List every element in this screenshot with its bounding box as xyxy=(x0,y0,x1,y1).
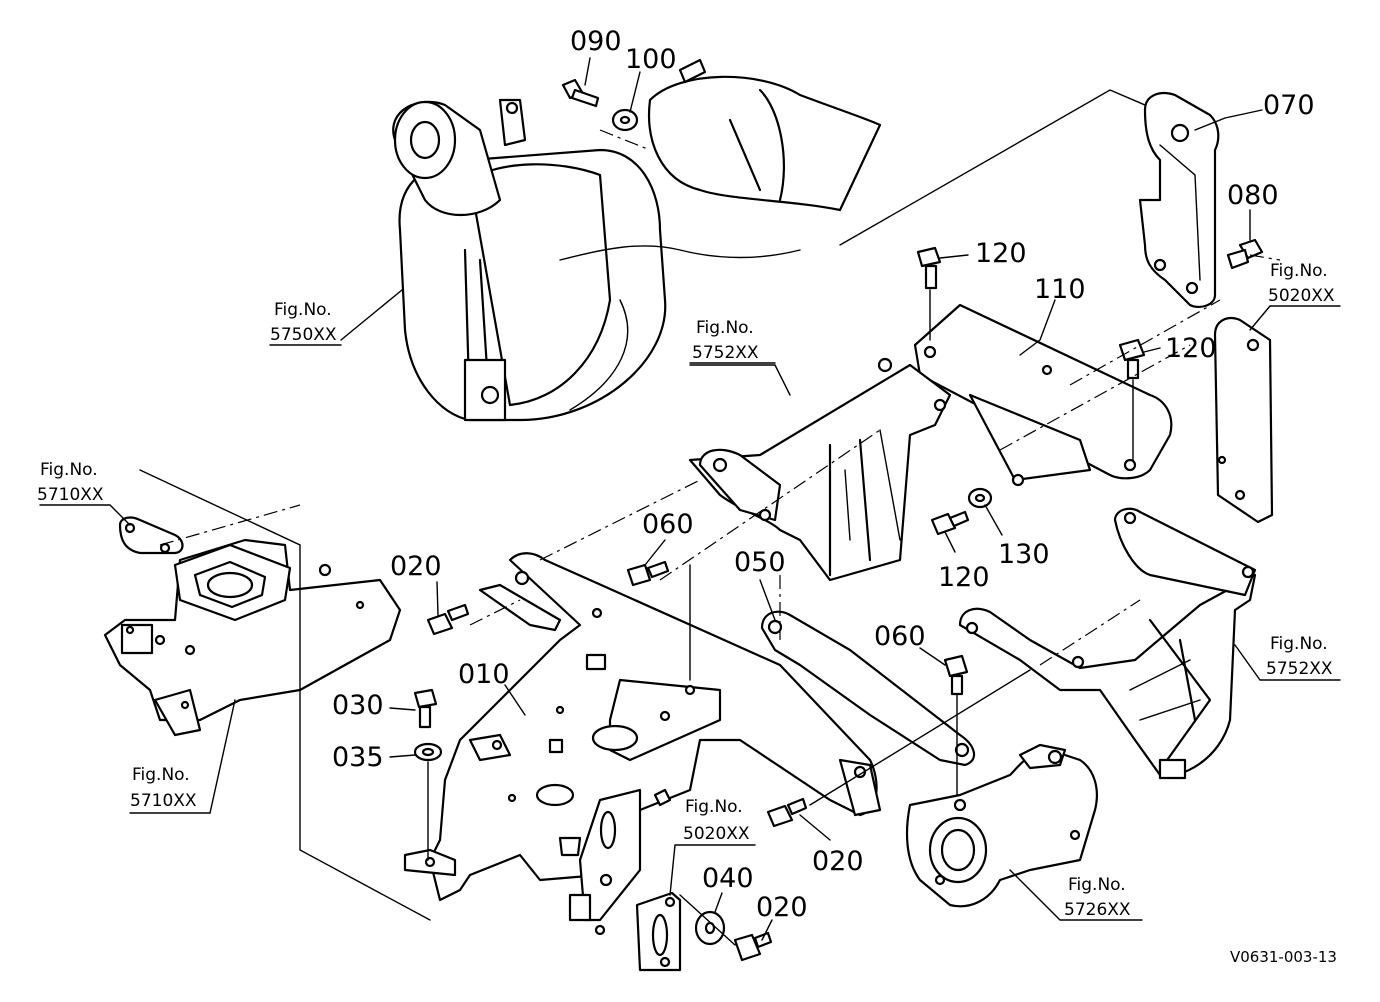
bolt-020-mid xyxy=(766,797,808,828)
figref-label-5752-upper: Fig.No. xyxy=(696,318,754,338)
washer-130 xyxy=(967,487,993,509)
frame-5752-upper xyxy=(688,357,952,582)
housing-5726 xyxy=(905,743,1098,908)
bolt-120-low xyxy=(930,510,970,536)
label-060-right: 060 xyxy=(874,621,926,652)
washer-035 xyxy=(413,742,443,762)
housing-5710 xyxy=(103,516,402,737)
bolt-120-top xyxy=(916,246,942,290)
bracket-070 xyxy=(1138,92,1220,309)
frame-5752-lower xyxy=(958,507,1257,780)
label-030: 030 xyxy=(332,690,384,721)
label-020-left: 020 xyxy=(390,551,442,582)
label-020-bottom: 020 xyxy=(756,892,808,923)
plate-110 xyxy=(913,303,1173,487)
drawing-code: V0631-003-13 xyxy=(1230,948,1337,966)
label-100: 100 xyxy=(625,44,677,75)
assembly-lines xyxy=(139,89,1281,946)
part-labels: 090 100 070 080 120 110 120 130 120 060 … xyxy=(332,26,1315,923)
bolt-080 xyxy=(1226,238,1264,270)
label-130: 130 xyxy=(998,539,1050,570)
figref-label-5710-upper: Fig.No. xyxy=(40,460,98,480)
fasteners xyxy=(413,78,1264,962)
bolt-090 xyxy=(561,78,600,108)
label-120-top: 120 xyxy=(975,238,1027,269)
figref-label-5750: Fig.No. xyxy=(274,300,332,320)
label-120-mid: 120 xyxy=(1165,333,1217,364)
label-080: 080 xyxy=(1227,180,1279,211)
plate-5020-bottom xyxy=(635,891,682,972)
figref-label-5020-right: Fig.No. xyxy=(1270,261,1328,281)
label-090: 090 xyxy=(570,26,622,57)
muffler-assembly xyxy=(392,58,882,422)
label-040: 040 xyxy=(702,863,754,894)
label-070: 070 xyxy=(1263,90,1315,121)
figref-code-5752-upper: 5752XX xyxy=(692,343,759,363)
figref-label-5020-bottom: Fig.No. xyxy=(685,797,743,817)
figure-references: Fig.No. 5750XX Fig.No. 5752XX Fig.No. 50… xyxy=(37,261,1335,920)
bolt-030 xyxy=(413,688,438,729)
label-120-low: 120 xyxy=(938,562,990,593)
bolt-060-right xyxy=(943,654,969,696)
label-110: 110 xyxy=(1034,274,1086,305)
figref-label-5710-lower: Fig.No. xyxy=(132,765,190,785)
frame-010 xyxy=(403,552,882,936)
washer-040 xyxy=(694,910,726,946)
figref-code-5710-upper: 5710XX xyxy=(37,485,104,505)
figref-code-5726: 5726XX xyxy=(1064,900,1131,920)
label-010: 010 xyxy=(458,659,510,690)
label-060-left: 060 xyxy=(642,509,694,540)
leader-lines xyxy=(39,57,1341,941)
figref-code-5710-lower: 5710XX xyxy=(130,791,197,811)
bolt-060-left xyxy=(626,560,670,587)
washer-100 xyxy=(611,108,639,132)
label-050: 050 xyxy=(734,547,786,578)
label-035: 035 xyxy=(332,742,384,773)
figref-label-5726: Fig.No. xyxy=(1068,875,1126,895)
plate-5020-right xyxy=(1213,317,1274,524)
figref-code-5752-lower: 5752XX xyxy=(1266,659,1333,679)
bolt-020-left xyxy=(426,603,470,636)
label-020-mid: 020 xyxy=(812,846,864,877)
figref-code-5020-right: 5020XX xyxy=(1268,286,1335,306)
figref-label-5752-lower: Fig.No. xyxy=(1270,634,1328,654)
figref-code-5020-bottom: 5020XX xyxy=(683,824,750,844)
figref-code-5750: 5750XX xyxy=(270,325,337,345)
bolt-120-mid xyxy=(1118,338,1146,380)
member-050 xyxy=(760,610,976,767)
bolt-020-bottom xyxy=(733,931,773,962)
